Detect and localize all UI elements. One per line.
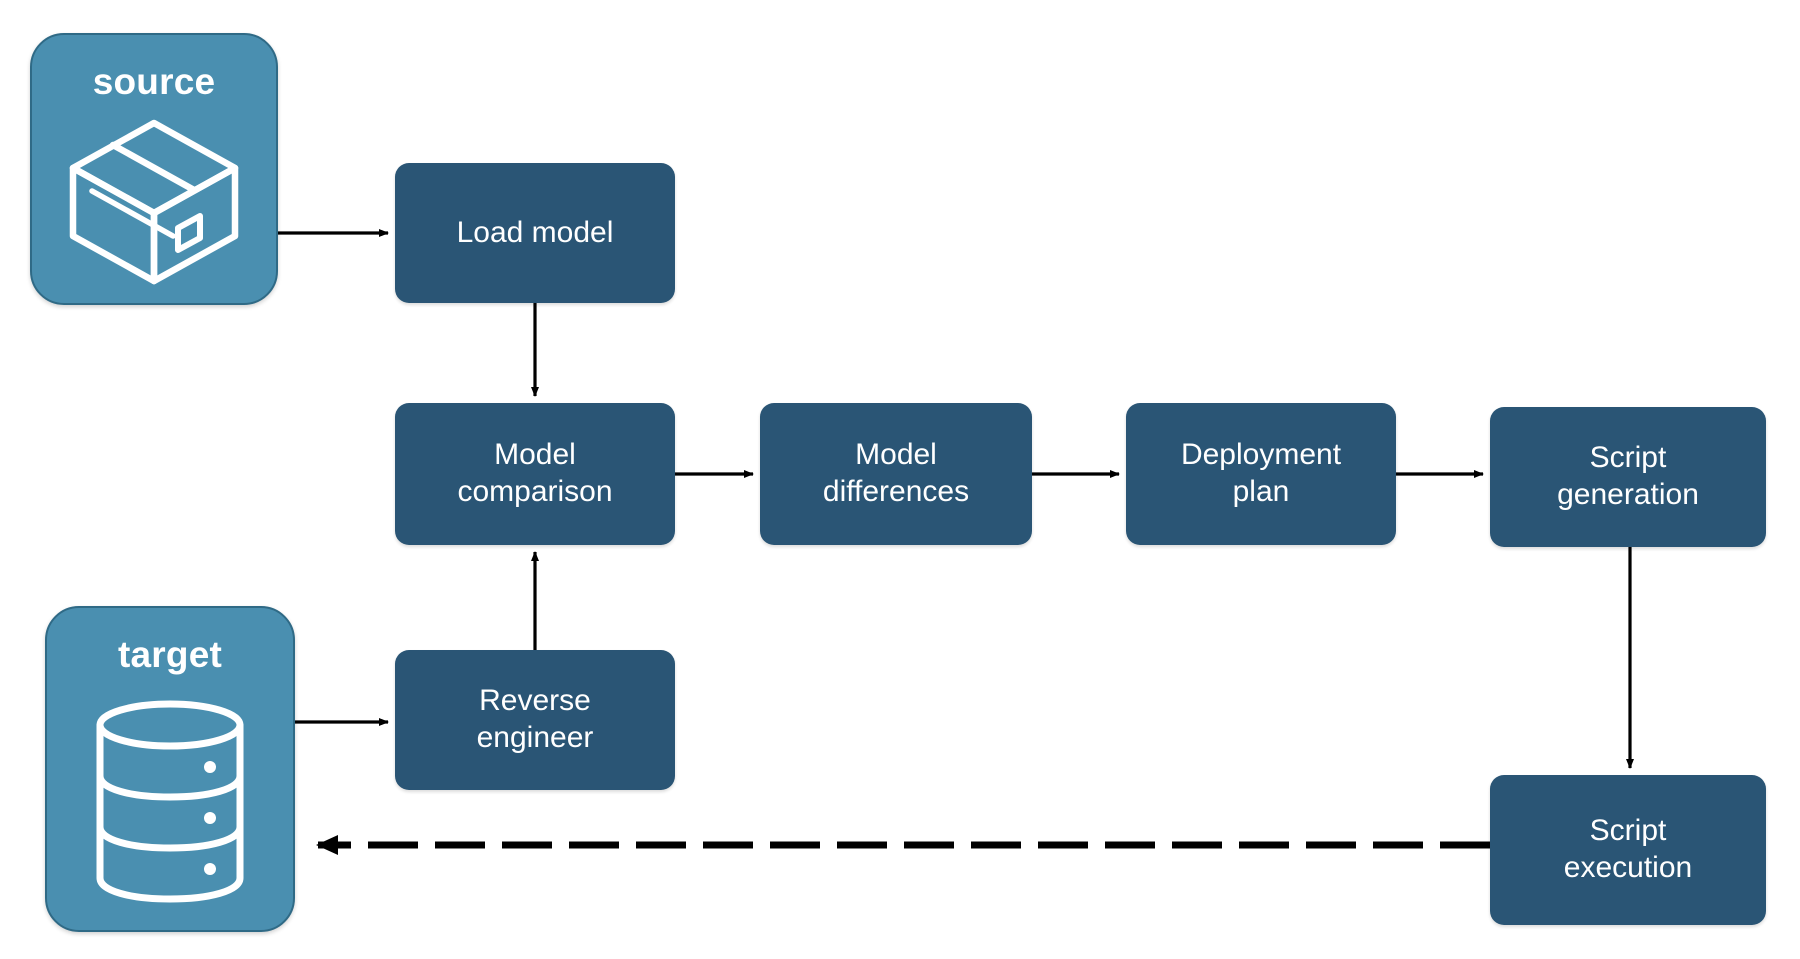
node-source[interactable]: source	[30, 33, 278, 305]
node-deployment-plan[interactable]: Deployment plan	[1126, 403, 1396, 545]
node-reverse-engineer-label: Reverse engineer	[476, 684, 594, 754]
node-deployment-plan-label: Deployment plan	[1180, 438, 1342, 508]
node-model-comparison-label: Model comparison	[457, 438, 613, 508]
package-box-icon	[32, 100, 276, 303]
node-model-differences[interactable]: Model differences	[760, 403, 1032, 545]
node-target-label: target	[118, 634, 222, 675]
node-script-execution[interactable]: Script execution	[1490, 775, 1766, 925]
node-load-model-label: Load model	[456, 215, 614, 249]
node-target[interactable]: target	[45, 606, 295, 932]
node-load-model[interactable]: Load model	[395, 163, 675, 303]
node-source-label: source	[92, 61, 216, 102]
node-reverse-engineer[interactable]: Reverse engineer	[395, 650, 675, 790]
node-script-generation[interactable]: Script generation	[1490, 407, 1766, 547]
database-cylinder-icon	[47, 673, 293, 930]
node-model-comparison[interactable]: Model comparison	[395, 403, 675, 545]
node-script-execution-label: Script execution	[1563, 814, 1693, 884]
node-script-generation-label: Script generation	[1557, 441, 1699, 511]
node-model-differences-label: Model differences	[822, 438, 970, 508]
